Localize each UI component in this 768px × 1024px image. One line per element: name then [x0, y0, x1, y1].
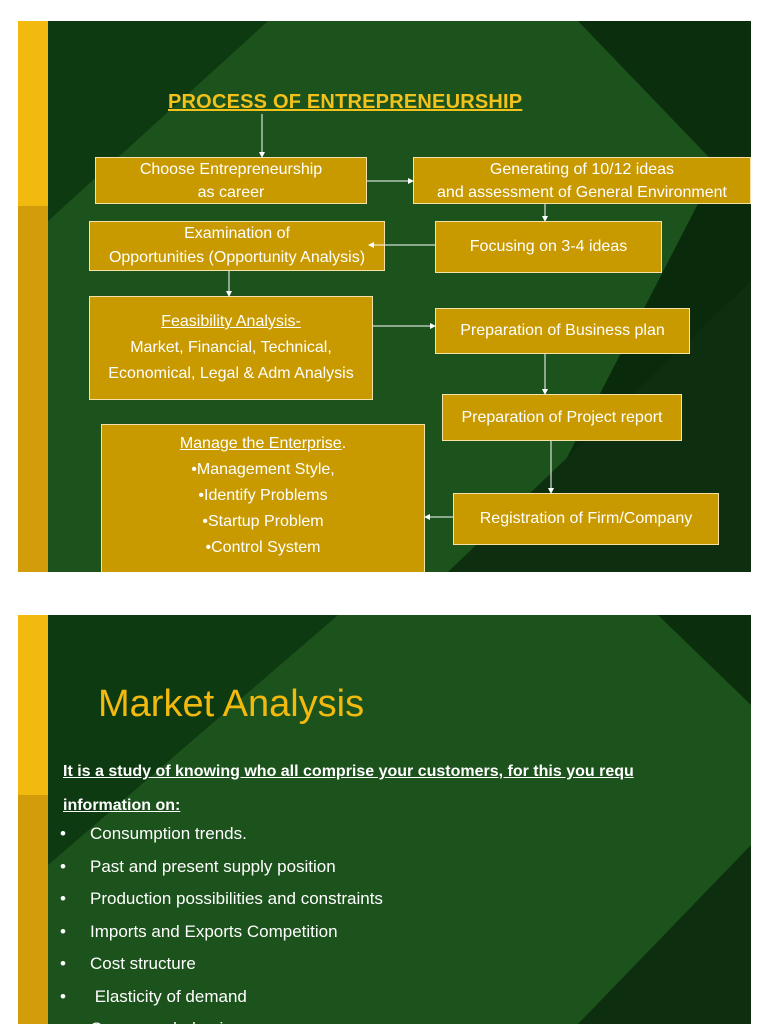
box-text: Market, Financial, Technical, — [130, 339, 332, 356]
bullet-text: Elasticity of demand — [90, 986, 247, 1006]
box-heading-punct: . — [341, 435, 347, 452]
bullet-list: • Consumption trends. • Past and present s… — [60, 818, 383, 1024]
list-item: • Consumption trends. — [60, 818, 383, 851]
box-generating-ideas: Generating of 10/12 ideas and assessment… — [413, 157, 751, 204]
bullet-text: Production possibilities and constraints — [90, 889, 383, 908]
box-feasibility-analysis: Feasibility Analysis- Market, Financial,… — [89, 296, 373, 400]
bullet-icon: • — [60, 1013, 90, 1024]
slide-title: Market Analysis — [98, 683, 365, 725]
box-text: •Management Style, — [191, 461, 335, 478]
box-heading: Manage the Enterprise — [179, 435, 342, 452]
intro-text: It is a study of knowing who all compris… — [63, 755, 751, 823]
list-item: • Cost structure — [60, 948, 383, 981]
bullet-text: Past and present supply position — [90, 856, 336, 876]
box-text: as career — [197, 183, 265, 201]
box-text: and assessment of General Environment — [437, 183, 727, 201]
box-focusing-ideas: Focusing on 3-4 ideas — [435, 221, 662, 273]
diagram-title: PROCESS OF ENTREPRENEURSHIP — [168, 91, 523, 113]
bullet-text: Consumption trends. — [90, 824, 247, 843]
box-text: Generating of 10/12 ideas — [489, 160, 675, 178]
bullet-icon: • — [60, 824, 66, 843]
box-text: Examination of — [184, 225, 290, 242]
bullet-icon: • — [60, 954, 66, 973]
box-text: Economical, Legal & Adm Analysis — [108, 365, 354, 382]
diagram-connectors — [226, 114, 554, 520]
list-item: • Elasticity of demand — [60, 981, 383, 1014]
bullet-icon: • — [60, 889, 66, 908]
box-text: •Identify Problems — [198, 487, 328, 504]
box-examination-of-opportunities: Examination of Opportunities (Opportunit… — [89, 221, 385, 271]
box-text: •Startup Problem — [202, 513, 324, 530]
box-business-plan: Preparation of Business plan — [435, 308, 690, 354]
box-text: •Control System — [205, 539, 321, 556]
list-item: •Consumer behavior — [60, 1013, 383, 1024]
slide-market-analysis: Market Analysis It is a study of knowing… — [18, 615, 751, 1024]
list-item: • Imports and Exports Competition — [60, 916, 383, 949]
slide-background — [18, 615, 751, 1024]
bullet-text: Imports and Exports Competition — [90, 921, 338, 941]
bullet-icon: • — [60, 921, 66, 941]
bullet-text: Cost structure — [90, 954, 196, 973]
intro-line: It is a study of knowing who all compris… — [63, 763, 634, 780]
list-item: • Past and present supply position — [60, 851, 383, 884]
list-item: • Production possibilities and constraint… — [60, 883, 383, 916]
slide-process-of-entrepreneurship: PROCESS OF ENTREPRENEURSHIP Choose Entre… — [18, 21, 751, 572]
bullet-icon: • — [60, 856, 66, 876]
box-project-report: Preparation of Project report — [442, 394, 682, 441]
bullet-text: Consumer behavior — [90, 1013, 238, 1024]
bullet-icon: • — [60, 986, 66, 1006]
intro-line: information on: — [63, 797, 181, 814]
box-registration: Registration of Firm/Company — [453, 493, 719, 545]
box-manage-the-enterprise: Manage the Enterprise. •Management Style… — [101, 424, 425, 572]
box-text: Opportunities (Opportunity Analysis) — [108, 249, 366, 266]
box-text: Manage the Enterprise. — [102, 431, 424, 457]
box-text: Choose Entrepreneurship — [139, 160, 323, 178]
box-text: Feasibility Analysis- — [161, 313, 301, 330]
box-choose-entrepreneurship: Choose Entrepreneurship as career — [95, 157, 367, 204]
